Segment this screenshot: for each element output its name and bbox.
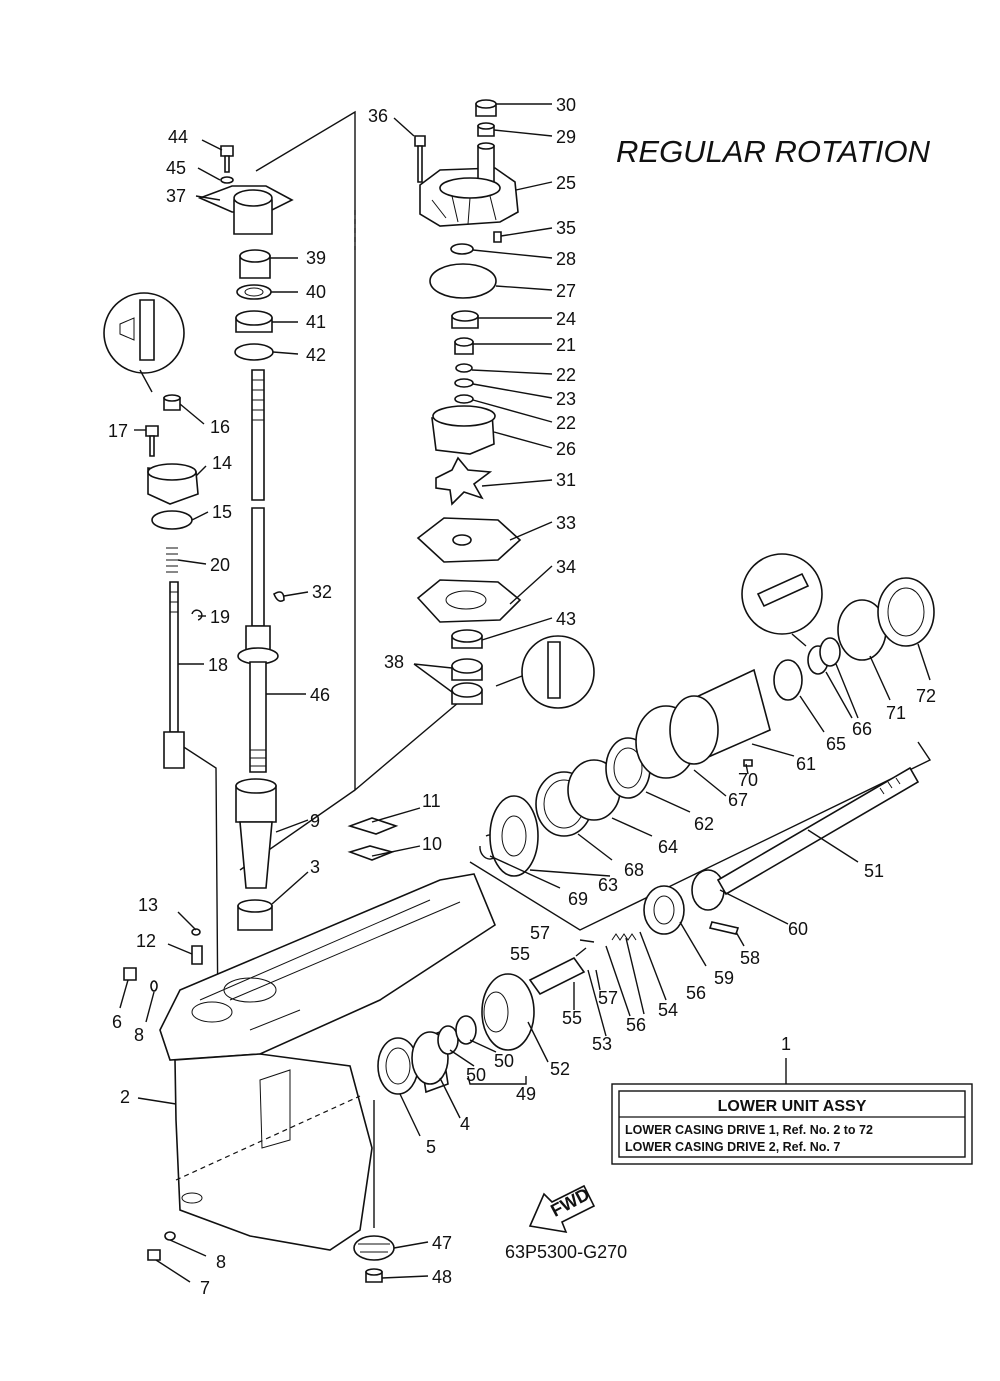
callout-20: 20: [210, 555, 230, 575]
callout-25: 25: [556, 173, 576, 193]
callout-10: 10: [422, 834, 442, 854]
callout-17: 17: [108, 421, 128, 441]
callout-65: 65: [826, 734, 846, 754]
callout-42: 42: [306, 345, 326, 365]
callout-38: 38: [384, 652, 404, 672]
callout-labels: 30 29 36 25 35 28 27 24 21 22 23 22 26 3…: [108, 95, 936, 1298]
callout-18: 18: [208, 655, 228, 675]
callout-55b: 55: [510, 944, 530, 964]
shift-rod-parts: [103, 292, 203, 769]
callout-43: 43: [556, 609, 576, 629]
assembly-heading: LOWER UNIT ASSY: [718, 1098, 867, 1115]
callout-40: 40: [306, 282, 326, 302]
callout-32: 32: [312, 582, 332, 602]
callout-62: 62: [694, 814, 714, 834]
callout-69: 69: [568, 889, 588, 909]
callout-64: 64: [658, 837, 678, 857]
callout-31: 31: [556, 470, 576, 490]
callout-34: 34: [556, 557, 576, 577]
fwd-arrow: FWD: [528, 1184, 596, 1234]
callout-72: 72: [916, 686, 936, 706]
callout-12: 12: [136, 931, 156, 951]
callout-2: 2: [120, 1087, 130, 1107]
callout-26: 26: [556, 439, 576, 459]
callout-37: 37: [166, 186, 186, 206]
callout-57: 57: [530, 923, 550, 943]
callout-58: 58: [740, 948, 760, 968]
callout-9: 9: [310, 811, 320, 831]
callout-6: 6: [112, 1012, 122, 1032]
callout-63: 63: [598, 875, 618, 895]
callout-66: 66: [852, 719, 872, 739]
callout-51: 51: [864, 861, 884, 881]
callout-11: 11: [422, 791, 441, 811]
callout-45: 45: [166, 158, 186, 178]
callout-47: 47: [432, 1233, 452, 1253]
callout-21: 21: [556, 335, 576, 355]
callout-44: 44: [168, 127, 188, 147]
callout-46: 46: [310, 685, 330, 705]
callout-55: 55: [562, 1008, 582, 1028]
water-pump-parts: [414, 99, 522, 705]
callout-29: 29: [556, 127, 576, 147]
callout-3: 3: [310, 857, 320, 877]
callout-50a: 50: [466, 1065, 486, 1085]
detail-seal-circle: [495, 635, 595, 709]
callout-4: 4: [460, 1114, 470, 1134]
callout-7: 7: [200, 1278, 210, 1298]
callout-71: 71: [886, 703, 906, 723]
callout-leader-lines: [119, 103, 931, 1283]
callout-50b: 50: [494, 1051, 514, 1071]
diagram-title: REGULAR ROTATION: [616, 134, 931, 169]
callout-5: 5: [426, 1137, 436, 1157]
callout-36: 36: [368, 106, 388, 126]
group-outline-lines: [175, 110, 932, 1031]
callout-56: 56: [626, 1015, 646, 1035]
callout-48: 48: [432, 1267, 452, 1287]
callout-28: 28: [556, 249, 576, 269]
drawing-code: 63P5300-G270: [505, 1242, 627, 1262]
callout-8b: 8: [216, 1252, 226, 1272]
callout-24: 24: [556, 309, 576, 329]
callout-67: 67: [728, 790, 748, 810]
callout-60: 60: [788, 919, 808, 939]
callout-41: 41: [306, 312, 326, 332]
assembly-line-1: LOWER CASING DRIVE 1, Ref. No. 2 to 72: [625, 1123, 873, 1137]
callout-19: 19: [210, 607, 230, 627]
callout-8: 8: [134, 1025, 144, 1045]
lower-casing: [123, 873, 496, 1261]
callout-14: 14: [212, 453, 232, 473]
callout-57b: 57: [598, 988, 618, 1008]
callout-15: 15: [212, 502, 232, 522]
callout-68: 68: [624, 860, 644, 880]
callout-56b: 56: [686, 983, 706, 1003]
callout-13: 13: [138, 895, 158, 915]
callout-27: 27: [556, 281, 576, 301]
callout-54: 54: [658, 1000, 678, 1020]
callout-49: 49: [516, 1084, 536, 1104]
callout-33: 33: [556, 513, 576, 533]
callout-16: 16: [210, 417, 230, 437]
assembly-line-2: LOWER CASING DRIVE 2, Ref. No. 7: [625, 1140, 840, 1154]
callout-52: 52: [550, 1059, 570, 1079]
callout-23: 23: [556, 389, 576, 409]
drive-shaft-parts: [197, 145, 399, 931]
callout-53: 53: [592, 1034, 612, 1054]
callout-22: 22: [556, 365, 576, 385]
callout-59: 59: [714, 968, 734, 988]
callout-22b: 22: [556, 413, 576, 433]
callout-39: 39: [306, 248, 326, 268]
callout-61: 61: [796, 754, 816, 774]
callout-30: 30: [556, 95, 576, 115]
assembly-reference-box: 1 LOWER UNIT ASSY LOWER CASING DRIVE 1, …: [611, 1034, 973, 1165]
propeller-shaft-parts: [377, 553, 935, 1095]
assembly-ref-no: 1: [781, 1034, 791, 1054]
callout-35: 35: [556, 218, 576, 238]
callout-70: 70: [738, 770, 758, 790]
